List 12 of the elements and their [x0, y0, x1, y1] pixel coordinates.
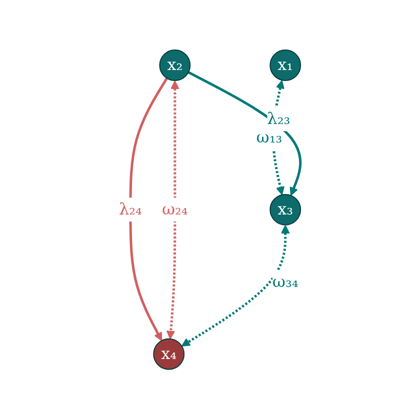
arrow: [166, 80, 180, 340]
node-circle: x₂: [159, 50, 191, 82]
edge-label: λ₂₃: [267, 110, 290, 129]
edge-label: ω₃₄: [272, 272, 298, 292]
edge-label: ω₁₃: [256, 128, 282, 147]
arrow: [129, 78, 168, 342]
edge-label: ω₂₄: [162, 200, 188, 219]
node-circle: x₁: [270, 50, 302, 82]
edge-label: λ₂₄: [119, 200, 142, 219]
arrow: [182, 225, 290, 347]
node-circle: x₃: [270, 194, 302, 226]
node-circle: x₄: [153, 338, 185, 370]
